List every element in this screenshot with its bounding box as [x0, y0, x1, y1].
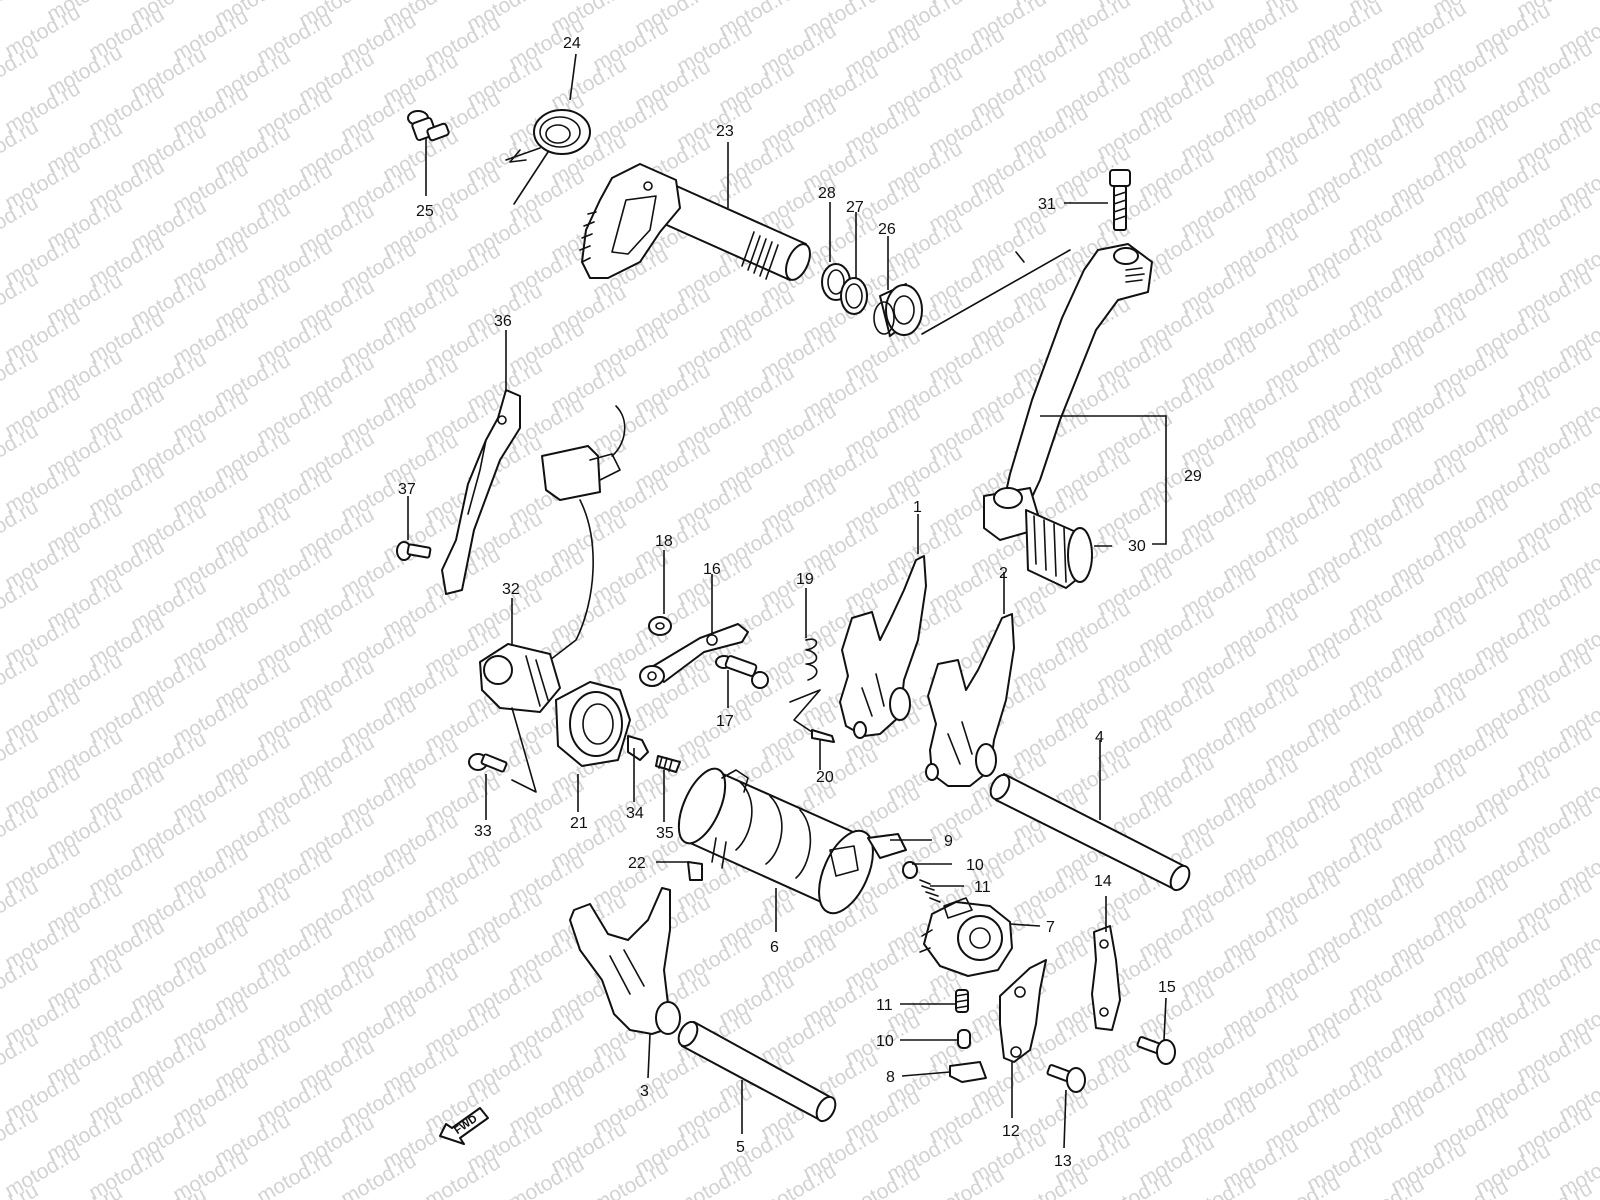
callout-19: 19: [796, 571, 814, 588]
callout-22: 22: [628, 855, 646, 872]
part-4-shaft: [989, 773, 1191, 892]
part-6-cam-drum: [677, 767, 874, 915]
part-12-guide-plate: [999, 959, 1047, 1063]
watermark-text: motod.ru: [1513, 1177, 1596, 1200]
part-26-oil-seal: [873, 283, 923, 337]
callout-3: 3: [640, 1083, 649, 1100]
part-2-shift-fork: [925, 613, 1015, 787]
part-7-cam-gear: [919, 897, 1013, 977]
callout-11-lower: 11: [876, 997, 893, 1014]
watermark-text: motod.ru: [1429, 1175, 1512, 1200]
callout-2: 2: [999, 565, 1008, 582]
part-36-plate: [441, 389, 521, 595]
assembly-line-32-33: [511, 707, 537, 793]
part-32-switch: [479, 643, 561, 713]
part-18-washer: [648, 616, 672, 636]
callout-16: 16: [703, 561, 721, 578]
part-21-plate: [555, 681, 631, 767]
watermark-text: motod.ru: [505, 1153, 588, 1200]
part-34-pin: [627, 735, 649, 761]
callout-11-upper: 11: [974, 879, 991, 896]
part-15-screw: [1136, 1036, 1176, 1065]
part-10-pin-lower: [957, 1029, 971, 1049]
callouts: 24 25 23 28 27 26 31 29 30 36 37 32 33 2…: [398, 35, 1202, 1170]
watermark-text: motod.ru: [0, 0, 42, 24]
part-17-bolt: [715, 655, 769, 689]
watermark-text: motod.ru: [169, 1145, 252, 1200]
callout-36: 36: [494, 313, 512, 330]
part-20-pin: [811, 729, 835, 743]
part-35-spring: [655, 755, 681, 773]
part-14-plate: [1091, 925, 1121, 1031]
callout-32: 32: [502, 581, 520, 598]
watermark-text: motod.ru: [337, 1149, 420, 1200]
callout-5: 5: [736, 1139, 745, 1156]
part-22-pin: [687, 861, 703, 881]
part-16-arm: [639, 623, 749, 687]
callout-14: 14: [1094, 873, 1112, 890]
callout-20: 20: [816, 769, 834, 786]
part-27-washer: [840, 277, 868, 315]
callout-4: 4: [1095, 729, 1104, 746]
part-25-bolt: [407, 110, 450, 142]
callout-25: 25: [416, 203, 434, 220]
callout-30: 30: [1128, 538, 1146, 555]
callout-6: 6: [770, 939, 779, 956]
callout-26: 26: [878, 221, 896, 238]
part-10-pin-upper: [902, 861, 918, 879]
callout-9: 9: [944, 833, 953, 850]
gear-position-switch: [541, 405, 626, 661]
callout-21: 21: [570, 815, 588, 832]
callout-10-lower: 10: [876, 1033, 894, 1050]
callout-8: 8: [886, 1069, 895, 1086]
callout-18: 18: [655, 533, 673, 550]
callout-13: 13: [1054, 1153, 1072, 1170]
part-19-spring: [805, 638, 818, 681]
part-1-shift-fork: [839, 555, 927, 739]
callout-7: 7: [1046, 919, 1055, 936]
callout-29: 29: [1184, 468, 1202, 485]
callout-28: 28: [818, 185, 836, 202]
callout-33: 33: [474, 823, 492, 840]
part-37-screw: [396, 541, 432, 561]
part-33-screw: [468, 753, 508, 773]
part-31-bolt: [1109, 169, 1131, 231]
part-5-shaft: [677, 1020, 837, 1123]
callout-34: 34: [626, 805, 644, 822]
callout-35: 35: [656, 825, 674, 842]
part-23-shift-shaft: [579, 163, 811, 281]
assembly-line-19-20: [789, 689, 821, 733]
callout-1: 1: [913, 499, 922, 516]
callout-31: 31: [1038, 196, 1056, 213]
callout-17: 17: [716, 713, 734, 730]
watermark-text: motod.ru: [421, 1151, 504, 1200]
assembly-line-26-29: [921, 249, 1071, 335]
callout-37: 37: [398, 481, 416, 498]
watermark-text: motod.ru: [253, 1147, 336, 1200]
callout-12: 12: [1002, 1123, 1020, 1140]
part-8-pawl: [949, 1061, 987, 1083]
callout-27: 27: [846, 199, 864, 216]
callout-15: 15: [1158, 979, 1176, 996]
callout-23: 23: [716, 123, 734, 140]
callout-24: 24: [563, 35, 581, 52]
part-24-spring: [505, 109, 591, 205]
part-30-pedal-rubber: [983, 487, 1093, 589]
watermark-text: motod.ru: [1261, 1171, 1344, 1200]
leader-lines: [407, 53, 1167, 1149]
watermark-text: motod.ru: [1345, 1173, 1428, 1200]
part-29-gearshift-lever: [1001, 243, 1153, 511]
callout-10-upper: 10: [966, 857, 984, 874]
part-11-spring-lower: [955, 989, 969, 1013]
part-13-screw: [1046, 1064, 1086, 1093]
part-11-spring-upper: [919, 879, 941, 903]
part-3-shift-fork: [569, 887, 681, 1035]
